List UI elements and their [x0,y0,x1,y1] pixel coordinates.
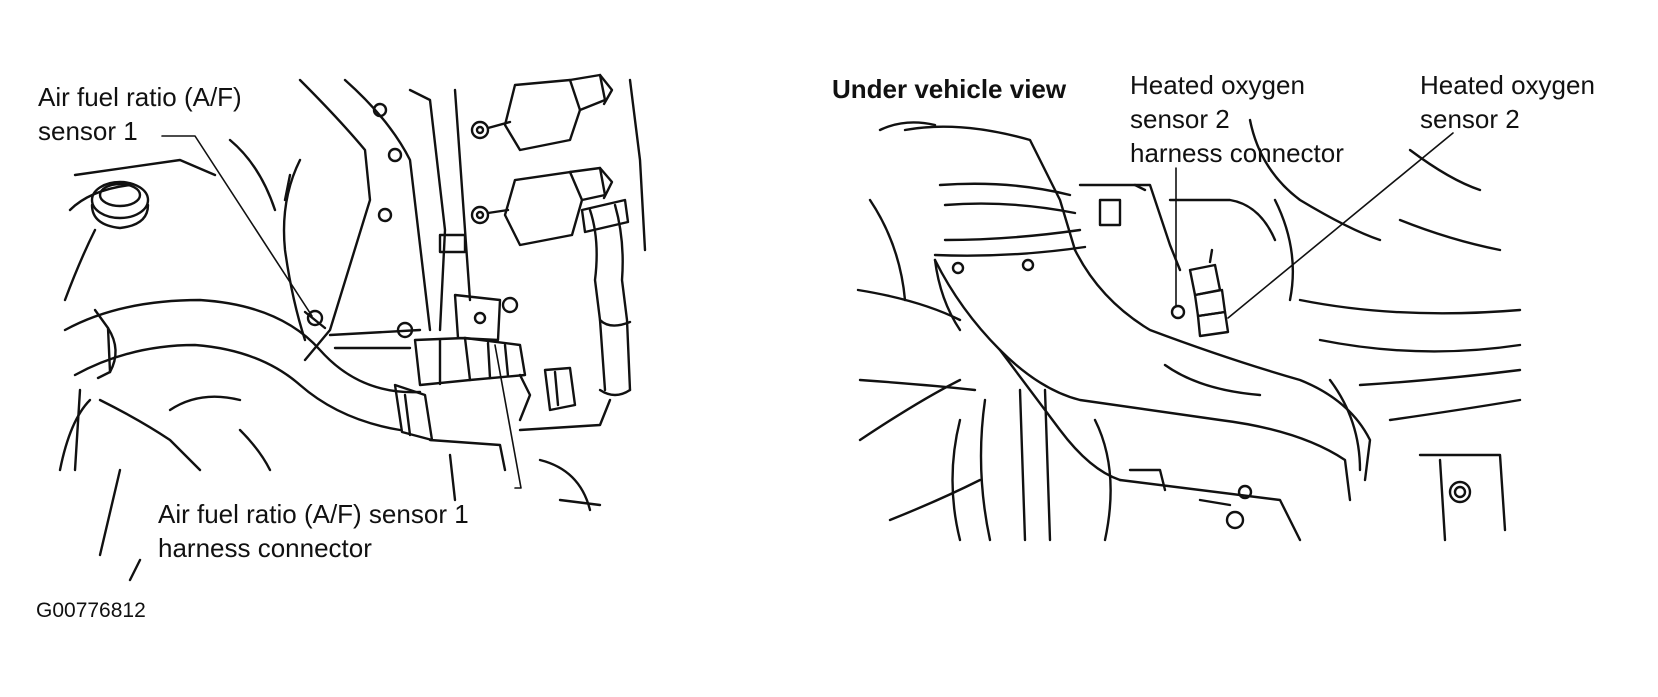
label-line: sensor 1 [38,116,138,146]
ho2-sensor-2-label: Heated oxygen sensor 2 [1420,68,1595,136]
af-sensor-1-label: Air fuel ratio (A/F) sensor 1 [38,80,242,148]
label-line: Air fuel ratio (A/F) sensor 1 [158,499,469,529]
label-line: sensor 2 [1130,104,1230,134]
figure-id: G00776812 [36,599,146,622]
label-line: sensor 2 [1420,104,1520,134]
label-line: harness connector [158,533,372,563]
ho2-sensor-leader [1227,132,1454,319]
radiator-cap-drawing [90,180,150,230]
pipe-clamp-drawing [933,182,1087,275]
ignition-coil-drawing [438,166,614,254]
label-line: Air fuel ratio (A/F) [38,82,242,112]
exhaust-pipe-drawing [903,125,1372,542]
engine-bay-drawing [58,73,647,582]
coolant-hose-drawing [63,298,434,442]
af-sensor-1-leader [161,135,313,317]
ho2-sensor-2-connector-label: Heated oxygen sensor 2 harness connector [1130,68,1344,170]
ignition-coil-drawing [470,73,614,152]
af-connector-leader [494,344,522,489]
label-line: Heated oxygen [1420,70,1595,100]
af-sensor-1-connector-label: Air fuel ratio (A/F) sensor 1 harness co… [158,497,469,565]
bolt-drawing [1225,480,1472,530]
ho2-sensor-drawing [1170,248,1230,338]
under-vehicle-drawing [856,118,1522,542]
view-title: Under vehicle view [832,74,1067,104]
af-connector-drawing [413,293,577,422]
label-line: Heated oxygen [1130,70,1305,100]
label-line: harness connector [1130,138,1344,168]
